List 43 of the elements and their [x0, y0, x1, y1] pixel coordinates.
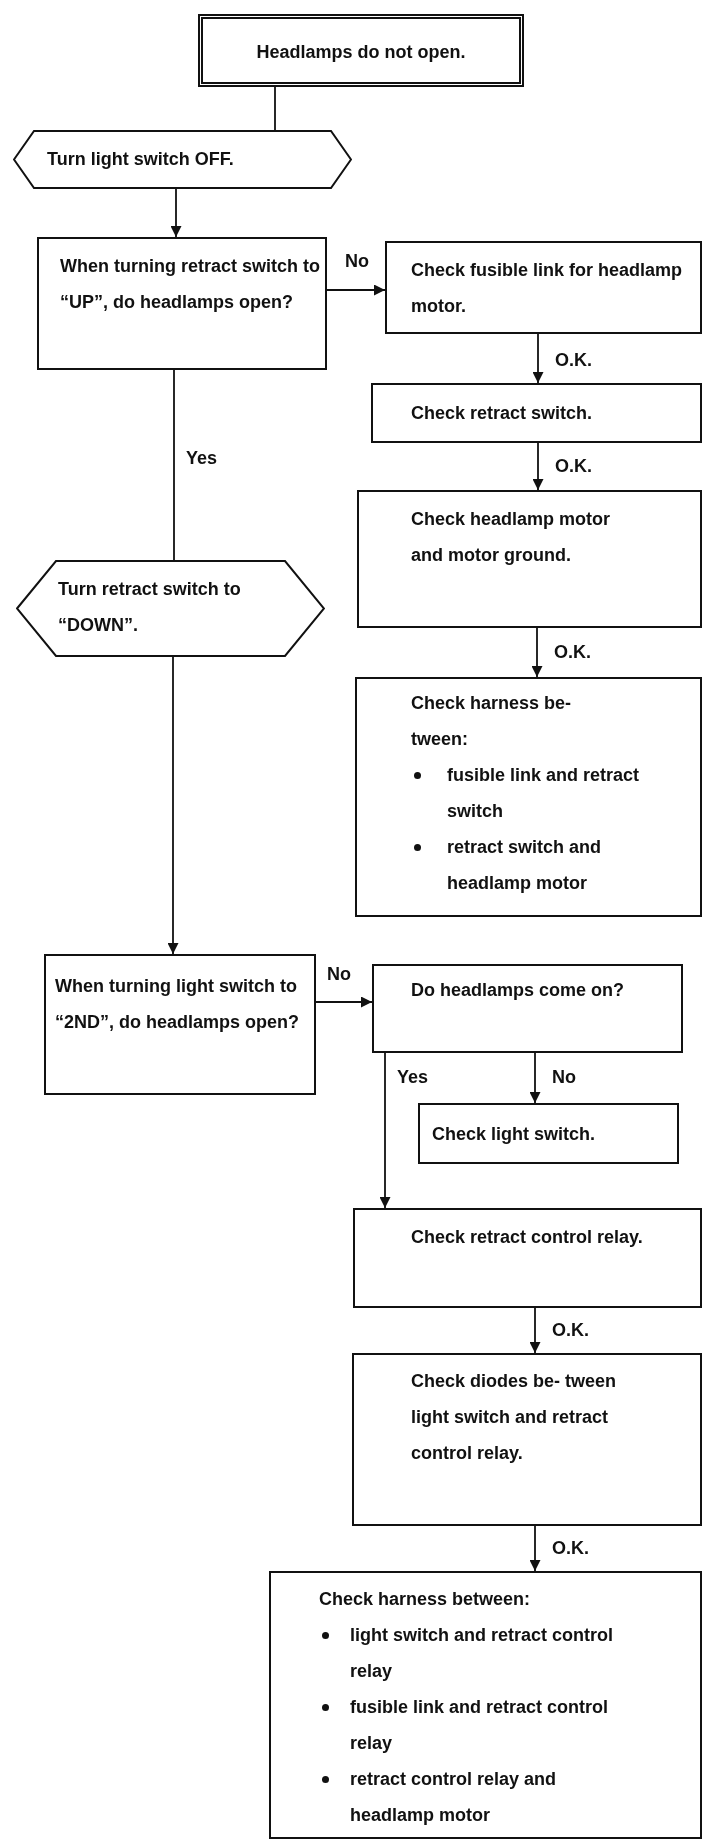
arrow [531, 627, 543, 678]
arrow [529, 1525, 541, 1572]
arrow [532, 333, 544, 384]
step-text: Do headlamps come on? [411, 979, 626, 1002]
arrow [167, 656, 179, 955]
arrow [529, 1307, 541, 1354]
step-text: Check fusible link for headlamp motor. [411, 259, 684, 318]
step-text: Turn light switch OFF. [47, 148, 235, 171]
arrow [315, 996, 373, 1008]
step-text: Check harness be- tween: [411, 692, 573, 751]
step-text: When turning retract switch to “UP”, do headlamps open? [60, 255, 320, 314]
step-text: Check headlamp motor and motor ground. [411, 508, 611, 567]
process-box [355, 677, 702, 917]
list-item-text: retract control relay and headlamp motor [350, 1769, 557, 1825]
hexagon-step [16, 560, 325, 657]
arrow [170, 188, 182, 238]
start-box [198, 14, 524, 87]
process-box [352, 1353, 702, 1526]
process-box [418, 1103, 679, 1164]
process-box [385, 241, 702, 334]
process-box [371, 383, 702, 443]
step-text: Turn retract switch to “DOWN”. [58, 578, 242, 637]
step-text: Check diodes be- tween light switch and retract control relay. [411, 1370, 618, 1465]
hexagon-step [13, 130, 352, 189]
step-text: When turning light switch to “2ND”, do headlamps open? [55, 975, 301, 1034]
list-item-text: retract switch and headlamp motor [447, 837, 602, 893]
connector-line [173, 369, 175, 561]
step-text: Check light switch. [432, 1123, 597, 1146]
process-box [353, 1208, 702, 1308]
arrow [379, 1052, 391, 1209]
connector-line [274, 86, 276, 131]
step-text: Check retract switch. [411, 402, 594, 425]
process-box [372, 964, 683, 1053]
process-box [269, 1571, 702, 1839]
process-box [37, 237, 327, 370]
arrow [532, 442, 544, 491]
step-text: Check harness between: [319, 1588, 532, 1611]
arrow [529, 1052, 541, 1104]
arrow [326, 284, 386, 296]
process-box [357, 490, 702, 628]
step-text: Check retract control relay. [411, 1226, 644, 1249]
process-box [44, 954, 316, 1095]
step-text: Headlamps do not open. [255, 41, 467, 64]
